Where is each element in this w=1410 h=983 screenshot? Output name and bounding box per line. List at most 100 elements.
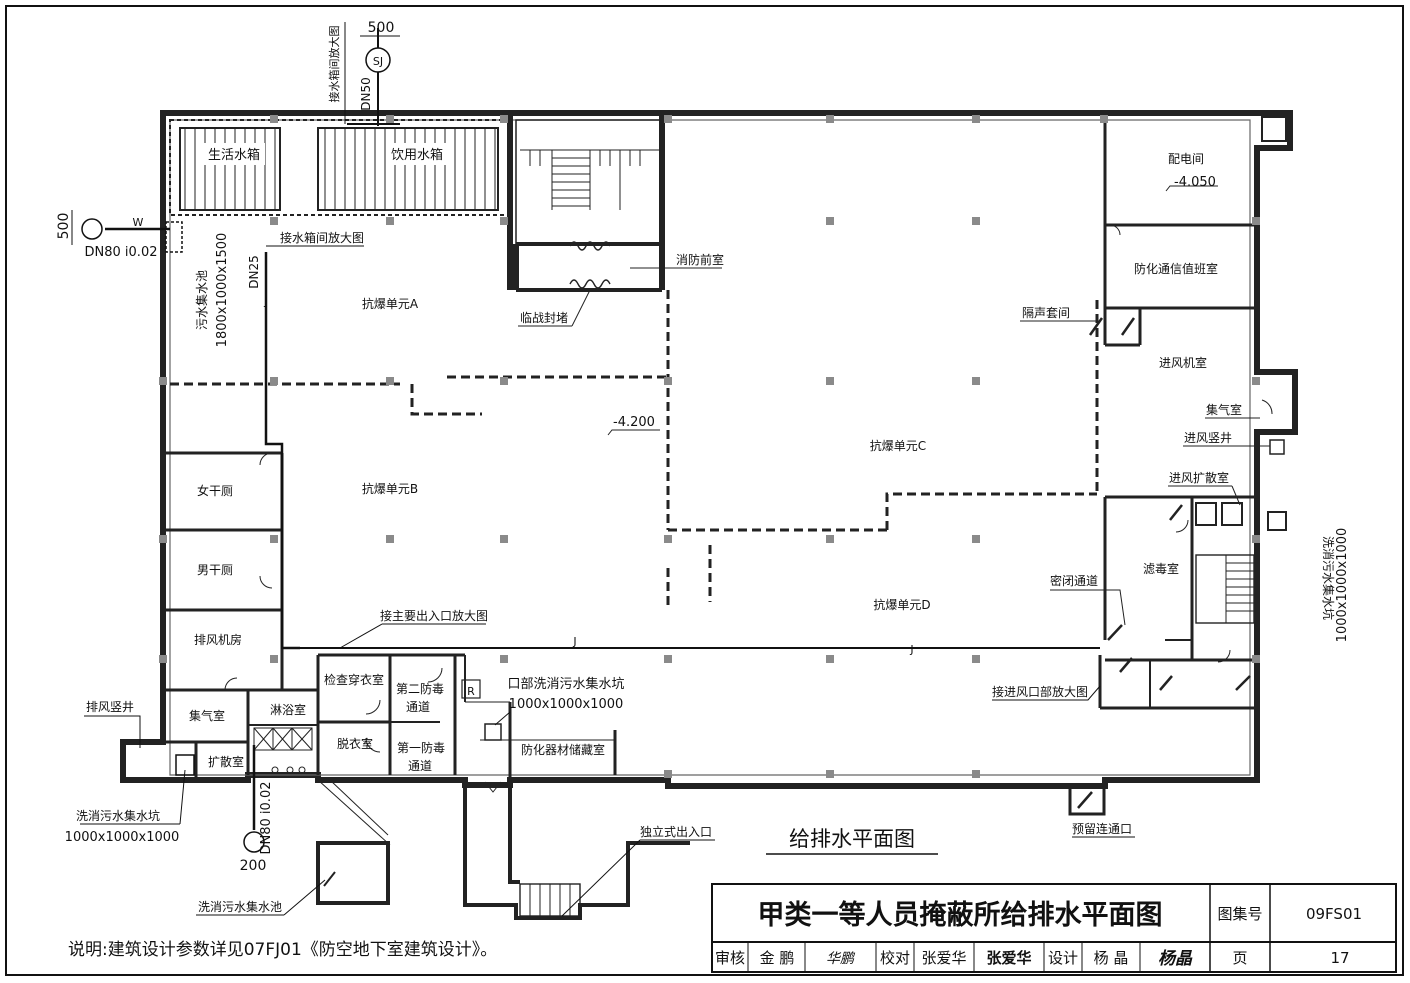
drawing-title: 甲类一等人员掩蔽所给排水平面图: [758, 899, 1163, 931]
independent-exit: [463, 785, 690, 920]
pit-bottom-left: [175, 754, 195, 776]
j-mark-1: J: [263, 295, 267, 308]
tank-room-detail-top: 接水箱间放大图: [327, 26, 341, 103]
j-mark-2: J: [572, 635, 576, 648]
checker: 张爱华: [921, 949, 966, 967]
tank-room-detail: 接水箱间放大图: [280, 230, 364, 245]
reviewer-signature: 华鹏: [826, 951, 856, 967]
reviewer: 金 鹏: [760, 949, 795, 967]
sound-lock-label: 隔声套间: [1022, 306, 1070, 320]
pit-bottom-left-size: 1000x1000x1000: [65, 830, 180, 845]
check-label: 校对: [880, 949, 910, 967]
domestic-tank-label: 生活水箱: [208, 147, 260, 163]
reserved-passage-damper: [1077, 791, 1093, 809]
page-label: 页: [1232, 949, 1247, 967]
undress-room-label: 脱衣室: [337, 736, 373, 751]
pipes: [105, 28, 1100, 830]
reserved-passage-box: [1068, 784, 1106, 816]
temp-block-leader-2: [571, 289, 591, 327]
entrance-pit-leader: [494, 711, 511, 726]
outer-wall-inner: [169, 119, 1251, 776]
intake-detail: 接进风口部放大图: [992, 684, 1088, 699]
entrance-pit-name: 口部洗消污水集水坑: [507, 676, 624, 692]
w-mark-left: W: [133, 216, 144, 229]
design-label: 设计: [1048, 949, 1078, 967]
domestic-tank-label-bg: [203, 143, 265, 165]
atlas-label: 图集号: [1217, 905, 1262, 923]
dn80-bottom: DN80 i0.02: [259, 782, 274, 855]
sewage-pool-bottom: [316, 779, 391, 905]
columns: [159, 115, 1260, 778]
designer: 杨 晶: [1094, 949, 1129, 967]
pool-bottom-leader-2: [283, 879, 326, 916]
power-room-label: 配电间: [1168, 152, 1204, 166]
pool-bottom-name: 洗消污水集水池: [198, 899, 282, 914]
comm-room-label: 防化通信值班室: [1134, 261, 1218, 276]
filter-room-label: 滤毒室: [1143, 561, 1179, 576]
first-decon-label-2: 通道: [408, 759, 432, 773]
exhaust-shaft-label: 排风竖井: [86, 700, 134, 714]
sj-symbol: [365, 47, 391, 73]
right-rooms: [1088, 113, 1287, 710]
unit-c-label: 抗爆单元C: [870, 438, 926, 453]
main-entrance-detail: 接主要出入口放大图: [380, 608, 488, 623]
note: 说明:建筑设计参数详见07FJ01《防空地下室建筑设计》。: [68, 940, 497, 960]
sealed-passage-label: 密闭通道: [1050, 573, 1098, 588]
inspect-room-label: 检查穿衣室: [324, 672, 384, 687]
reserved-passage-label: 预留连通口: [1072, 821, 1132, 836]
elev-main-mark: [607, 429, 660, 436]
sewage-pool-left-size: 1800x1000x1500: [215, 233, 230, 348]
intake-diffusion-leader-2: [1231, 485, 1241, 506]
j-mark-3: J: [909, 643, 913, 656]
second-decon-label-2: 通道: [406, 700, 430, 714]
independent-exit-label: 独立式出入口: [640, 824, 712, 839]
stair-core: [513, 113, 665, 292]
first-decon-label-1: 第一防毒: [397, 740, 445, 755]
dn25: DN25: [247, 255, 261, 289]
main-entrance-leader-2: [339, 623, 383, 649]
gas-room-right-label: 集气室: [1206, 402, 1242, 417]
sj-label: SJ: [373, 55, 383, 68]
review-label: 审核: [715, 949, 745, 967]
exhaust-shaft-leader: [84, 715, 141, 748]
pit-bottom-left-name: 洗消污水集水坑: [76, 808, 160, 823]
fire-anteroom-label: 消防前室: [676, 252, 724, 267]
pit-right-size: 1000x1000x1000: [1335, 528, 1350, 643]
intake-diffusion-label: 进风扩散室: [1169, 470, 1229, 485]
elev-main: -4.200: [613, 415, 655, 430]
entrance-rooms: [318, 653, 617, 793]
tank-room: [169, 113, 513, 290]
dn50: DN50: [359, 77, 373, 111]
plan-title: 给排水平面图: [789, 827, 915, 851]
elev-power-mark: [1165, 185, 1218, 192]
r-mark: R: [467, 685, 475, 698]
intake-shaft-label: 进风竖井: [1184, 431, 1232, 445]
sheet-border: [5, 5, 1404, 976]
diffusion-left-label: 扩散室: [208, 754, 244, 769]
dim-500-left: 500: [56, 213, 72, 240]
dim-500-top: 500: [368, 20, 395, 36]
drinking-tank-label: 饮用水箱: [391, 147, 443, 163]
shower-room-label: 淋浴室: [270, 702, 306, 717]
independent-exit-leader-2: [561, 839, 641, 917]
pit-bottom-left-leader-2: [179, 769, 186, 825]
male-toilet-label: 男干厕: [197, 563, 233, 577]
sewage-pool-left: [165, 221, 183, 253]
sewage-pool-left-name: 污水集水池: [194, 270, 209, 330]
designer-signature: 杨晶: [1158, 949, 1193, 969]
left-rooms: [163, 451, 320, 780]
elev-power: -4.050: [1174, 175, 1216, 190]
w-symbol-left: [81, 218, 103, 240]
intake-fan-label: 进风机室: [1159, 355, 1207, 370]
checker-signature: 张爱华: [986, 949, 1031, 967]
outer-walls: [120, 110, 1298, 789]
dim-200-bottom: 200: [240, 858, 267, 874]
unit-a-label: 抗爆单元A: [362, 296, 419, 311]
unit-b-label: 抗爆单元B: [362, 481, 418, 496]
female-toilet-label: 女干厕: [197, 483, 233, 498]
drinking-tank-label-bg: [386, 143, 448, 165]
dn80-left: DN80 i0.02: [85, 245, 158, 260]
temp-block-label: 临战封堵: [520, 311, 568, 325]
atlas-number: 09FS01: [1306, 905, 1362, 923]
